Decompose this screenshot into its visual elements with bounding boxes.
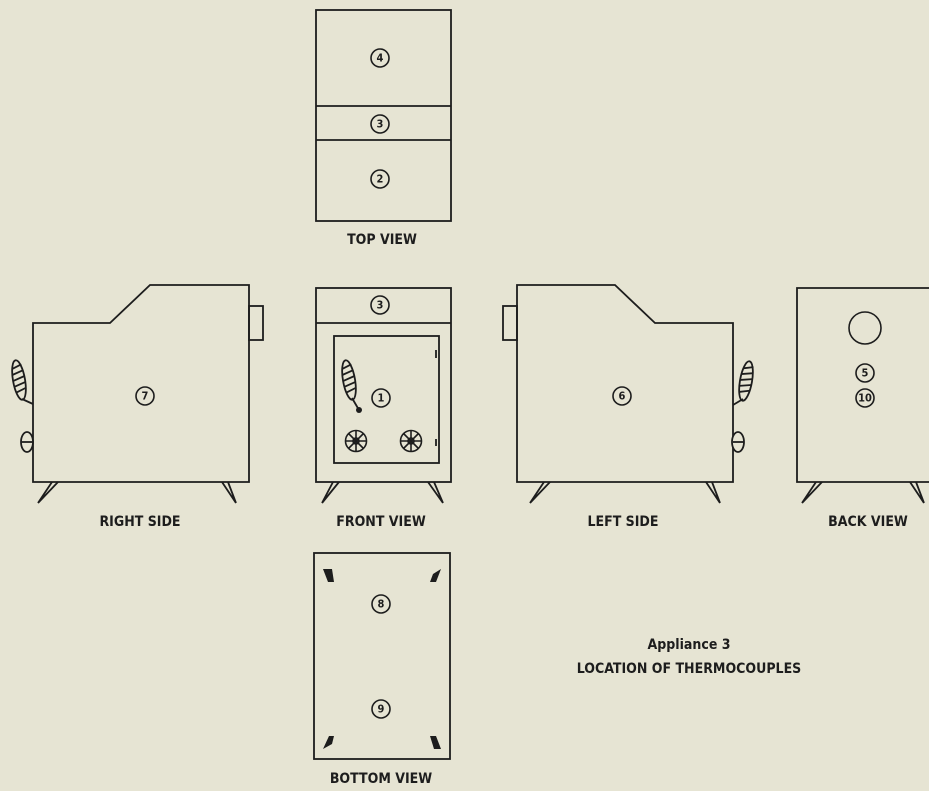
thermocouple-4: 4 [370,48,390,68]
svg-text:3: 3 [377,118,384,131]
svg-text:2: 2 [377,173,384,186]
top-view-outline [315,9,452,222]
right-side-outline [32,284,250,483]
top-view: 4 3 2 TOP VIEW [315,9,452,248]
right-side-view: 7 RIGHT SIDE [8,284,264,530]
front-view-outline [315,287,452,483]
thermocouple-10: 10 [855,388,875,408]
right-side-label: RIGHT SIDE [99,514,180,530]
thermocouple-2: 2 [370,169,390,189]
leg-top-right-icon [430,569,441,582]
left-side-flue [502,305,518,341]
front-knob-right-icon [399,429,423,453]
thermocouple-6: 6 [612,386,632,406]
front-handle-icon [338,358,360,402]
back-view-label: BACK VIEW [828,514,908,530]
back-view: 5 10 BACK VIEW [796,287,929,530]
bottom-view-outline [313,552,451,760]
leg-top-left-icon [323,569,334,582]
back-flue-opening [848,311,882,345]
caption-appliance: Appliance 3 [647,637,730,653]
svg-text:5: 5 [862,367,869,380]
caption: Appliance 3 LOCATION OF THERMOCOUPLES [577,637,802,677]
svg-text:6: 6 [619,390,626,403]
svg-text:1: 1 [378,392,385,405]
svg-text:3: 3 [377,299,384,312]
bottom-view: 8 9 BOTTOM VIEW [313,552,451,787]
front-knob-left-icon [344,429,368,453]
left-side-outline [516,284,734,483]
left-side-view: 6 LEFT SIDE [502,284,757,530]
thermocouple-3-front: 3 [370,295,390,315]
right-handle-icon [8,358,30,402]
thermocouple-8: 8 [371,594,391,614]
thermocouple-5: 5 [855,363,875,383]
leg-bottom-right-icon [430,736,441,749]
thermocouple-1: 1 [371,388,391,408]
svg-text:7: 7 [142,390,149,403]
svg-text:10: 10 [858,392,872,405]
top-view-label: TOP VIEW [347,232,417,248]
left-handle-icon [735,359,757,403]
leg-bottom-left-icon [323,736,334,749]
left-side-label: LEFT SIDE [587,514,658,530]
thermocouple-3-top: 3 [370,114,390,134]
front-door [333,335,440,464]
svg-text:9: 9 [378,703,385,716]
bottom-view-label: BOTTOM VIEW [330,771,432,787]
svg-text:4: 4 [377,52,384,65]
svg-text:8: 8 [378,598,385,611]
back-view-outline [796,287,929,483]
front-view: 3 1 FRONT VIEW [315,287,452,530]
right-side-flue [248,305,264,341]
caption-title: LOCATION OF THERMOCOUPLES [577,661,802,677]
front-view-label: FRONT VIEW [336,514,426,530]
thermocouple-9: 9 [371,699,391,719]
thermocouple-7: 7 [135,386,155,406]
